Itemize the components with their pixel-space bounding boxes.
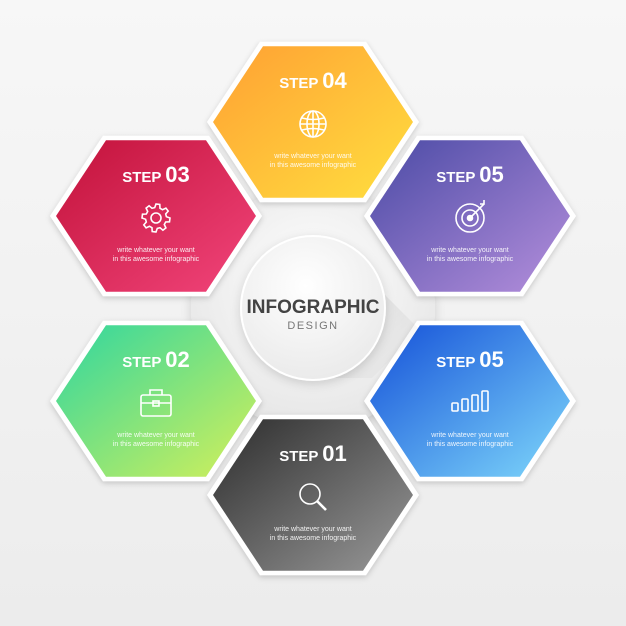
step-desc-line1: write whatever your want bbox=[430, 432, 508, 439]
step-desc-line1: write whatever your want bbox=[430, 247, 508, 254]
search-icon bbox=[299, 483, 327, 511]
hex-step-03: STEP 03 write whatever your want in this a… bbox=[50, 135, 262, 297]
target-icon bbox=[455, 200, 485, 233]
step-number: 05 bbox=[479, 347, 503, 372]
gear-icon bbox=[141, 203, 171, 233]
step-word: STEP bbox=[122, 169, 165, 186]
step-label: STEP 05 bbox=[436, 162, 504, 187]
hex-step-05-bottom: STEP 05 write whatever your want in this a… bbox=[364, 320, 576, 482]
center-disc bbox=[240, 235, 386, 381]
step-desc-line2: in this awesome infographic bbox=[427, 441, 514, 448]
step-word: STEP bbox=[122, 354, 165, 371]
briefcase-icon bbox=[140, 389, 172, 417]
hex-step-01: STEP 01 write whatever your want in this a… bbox=[207, 414, 419, 576]
step-desc-line2: in this awesome infographic bbox=[113, 441, 200, 448]
step-label: STEP 05 bbox=[436, 347, 504, 372]
step-desc-line2: in this awesome infographic bbox=[427, 256, 514, 263]
step-label: STEP 02 bbox=[122, 347, 190, 372]
step-desc-line1: write whatever your want bbox=[273, 526, 351, 533]
hex-fill bbox=[370, 325, 570, 477]
step-label: STEP 03 bbox=[122, 162, 190, 187]
bar-chart-icon bbox=[451, 390, 489, 412]
step-number: 04 bbox=[322, 68, 347, 93]
center-subtitle: DESIGN bbox=[287, 320, 338, 332]
step-label: STEP 04 bbox=[279, 68, 347, 93]
hex-step-02: STEP 02 write whatever your want in this a… bbox=[50, 320, 262, 482]
step-word: STEP bbox=[279, 75, 322, 92]
step-label: STEP 01 bbox=[279, 441, 347, 466]
step-desc-line1: write whatever your want bbox=[116, 432, 194, 439]
globe-icon bbox=[299, 110, 327, 138]
step-desc-line2: in this awesome infographic bbox=[113, 256, 200, 263]
hex-step-05-top: STEP 05 write whatever your want in this a… bbox=[364, 135, 576, 297]
step-number: 05 bbox=[479, 162, 503, 187]
hex-step-04: STEP 04 write whatever your want in this a… bbox=[207, 41, 419, 203]
step-desc-line2: in this awesome infographic bbox=[270, 162, 357, 169]
step-word: STEP bbox=[436, 354, 479, 371]
step-word: STEP bbox=[279, 448, 322, 465]
hex-fill bbox=[213, 419, 413, 571]
center-title: INFOGRAPHIC bbox=[247, 297, 380, 318]
step-word: STEP bbox=[436, 169, 479, 186]
step-number: 03 bbox=[165, 162, 189, 187]
step-number: 01 bbox=[322, 441, 346, 466]
step-desc-line1: write whatever your want bbox=[273, 153, 351, 160]
center-badge: INFOGRAPHIC DESIGN bbox=[240, 235, 420, 381]
step-desc-line2: in this awesome infographic bbox=[270, 535, 357, 542]
step-number: 02 bbox=[165, 347, 189, 372]
step-desc-line1: write whatever your want bbox=[116, 247, 194, 254]
hex-fill bbox=[56, 140, 256, 292]
